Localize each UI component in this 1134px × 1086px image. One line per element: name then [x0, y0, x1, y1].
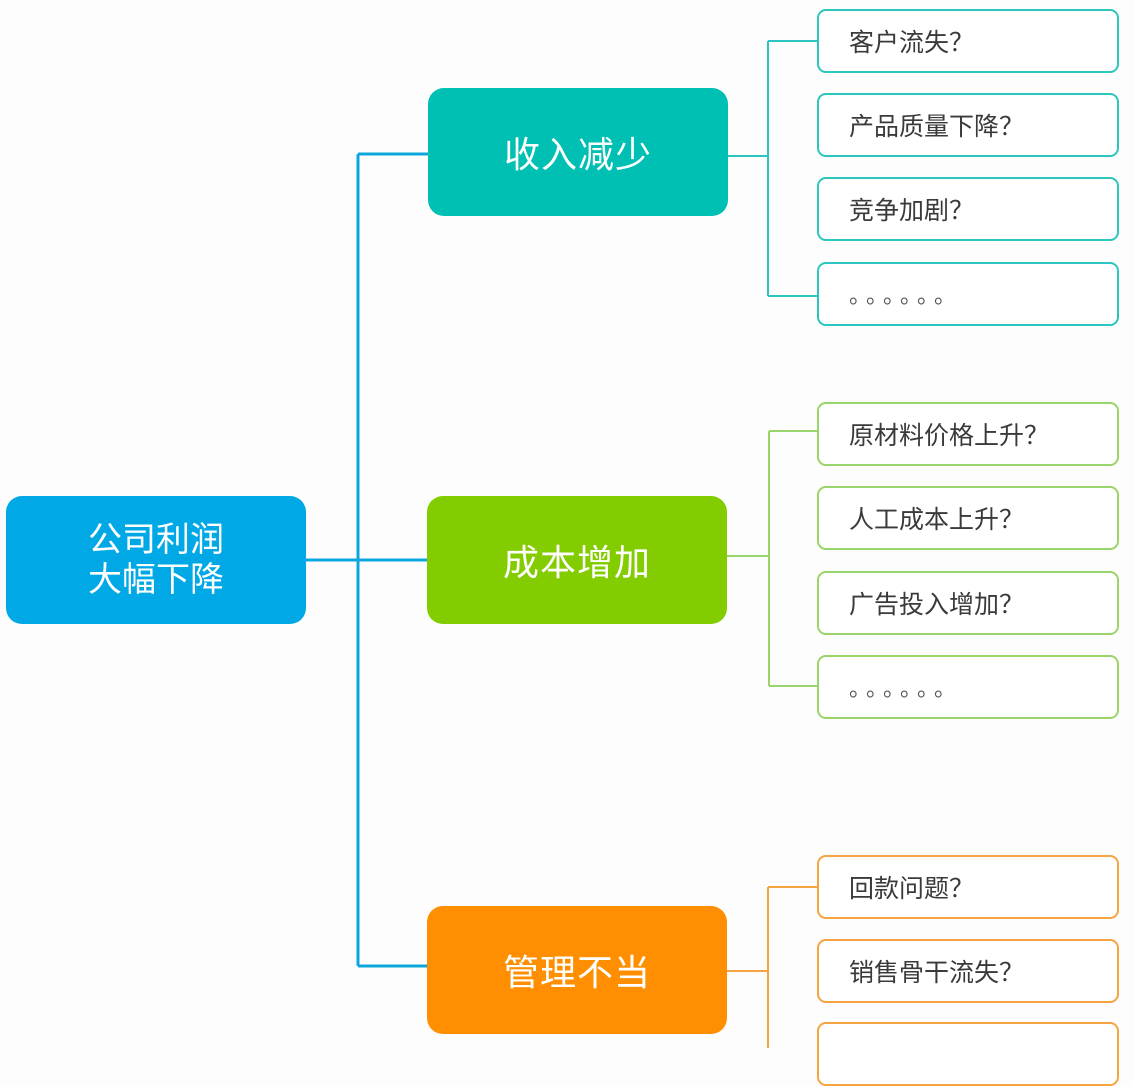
branch-node-cost-increase[interactable]: 成本增加	[427, 496, 727, 624]
leaf-label: 。。。。。。	[849, 284, 963, 309]
leaf-node-ellipsis[interactable]: 。。。。。。	[817, 655, 1119, 719]
leaf-label: 广告投入增加？	[849, 590, 1025, 619]
leaf-label: 人工成本上升？	[849, 505, 1025, 534]
root-node-line-1: 公司利润	[88, 520, 224, 560]
mind-map: 公司利润 大幅下降 收入减少 成本增加 管理不当 客户流失？ 产品质量下降？ 竞…	[6, 9, 1119, 1086]
leaf-node[interactable]: 原材料价格上升？	[817, 402, 1119, 466]
leaf-node[interactable]: 产品质量下降？	[817, 93, 1119, 157]
branch-label: 收入减少	[503, 135, 652, 176]
leaf-label: 竞争加剧？	[849, 196, 975, 225]
branch-label: 成本增加	[502, 543, 651, 584]
leaf-label: 。。。。。。	[849, 677, 963, 702]
leaf-label: 原材料价格上升？	[849, 421, 1050, 450]
leaf-node[interactable]: 销售骨干流失？	[817, 939, 1119, 1003]
leaf-node[interactable]: 回款问题？	[817, 855, 1119, 919]
branch-node-revenue-decrease[interactable]: 收入减少	[428, 88, 728, 216]
root-node-line-2: 大幅下降	[88, 560, 224, 600]
leaf-label: 回款问题？	[849, 874, 975, 903]
branch-label: 管理不当	[502, 953, 651, 994]
root-node[interactable]: 公司利润 大幅下降	[6, 496, 306, 624]
leaf-label: 销售骨干流失？	[849, 958, 1025, 987]
leaf-label: 客户流失？	[849, 28, 975, 57]
leaf-node-cropped[interactable]	[817, 1022, 1119, 1086]
leaf-node[interactable]: 客户流失？	[817, 9, 1119, 73]
branch-node-poor-management[interactable]: 管理不当	[427, 906, 727, 1034]
connector-lines	[306, 40, 817, 1048]
leaf-label: 产品质量下降？	[849, 112, 1025, 141]
leaf-node[interactable]: 竞争加剧？	[817, 177, 1119, 241]
leaf-node-ellipsis[interactable]: 。。。。。。	[817, 262, 1119, 326]
leaf-node[interactable]: 人工成本上升？	[817, 486, 1119, 550]
leaf-node[interactable]: 广告投入增加？	[817, 571, 1119, 635]
